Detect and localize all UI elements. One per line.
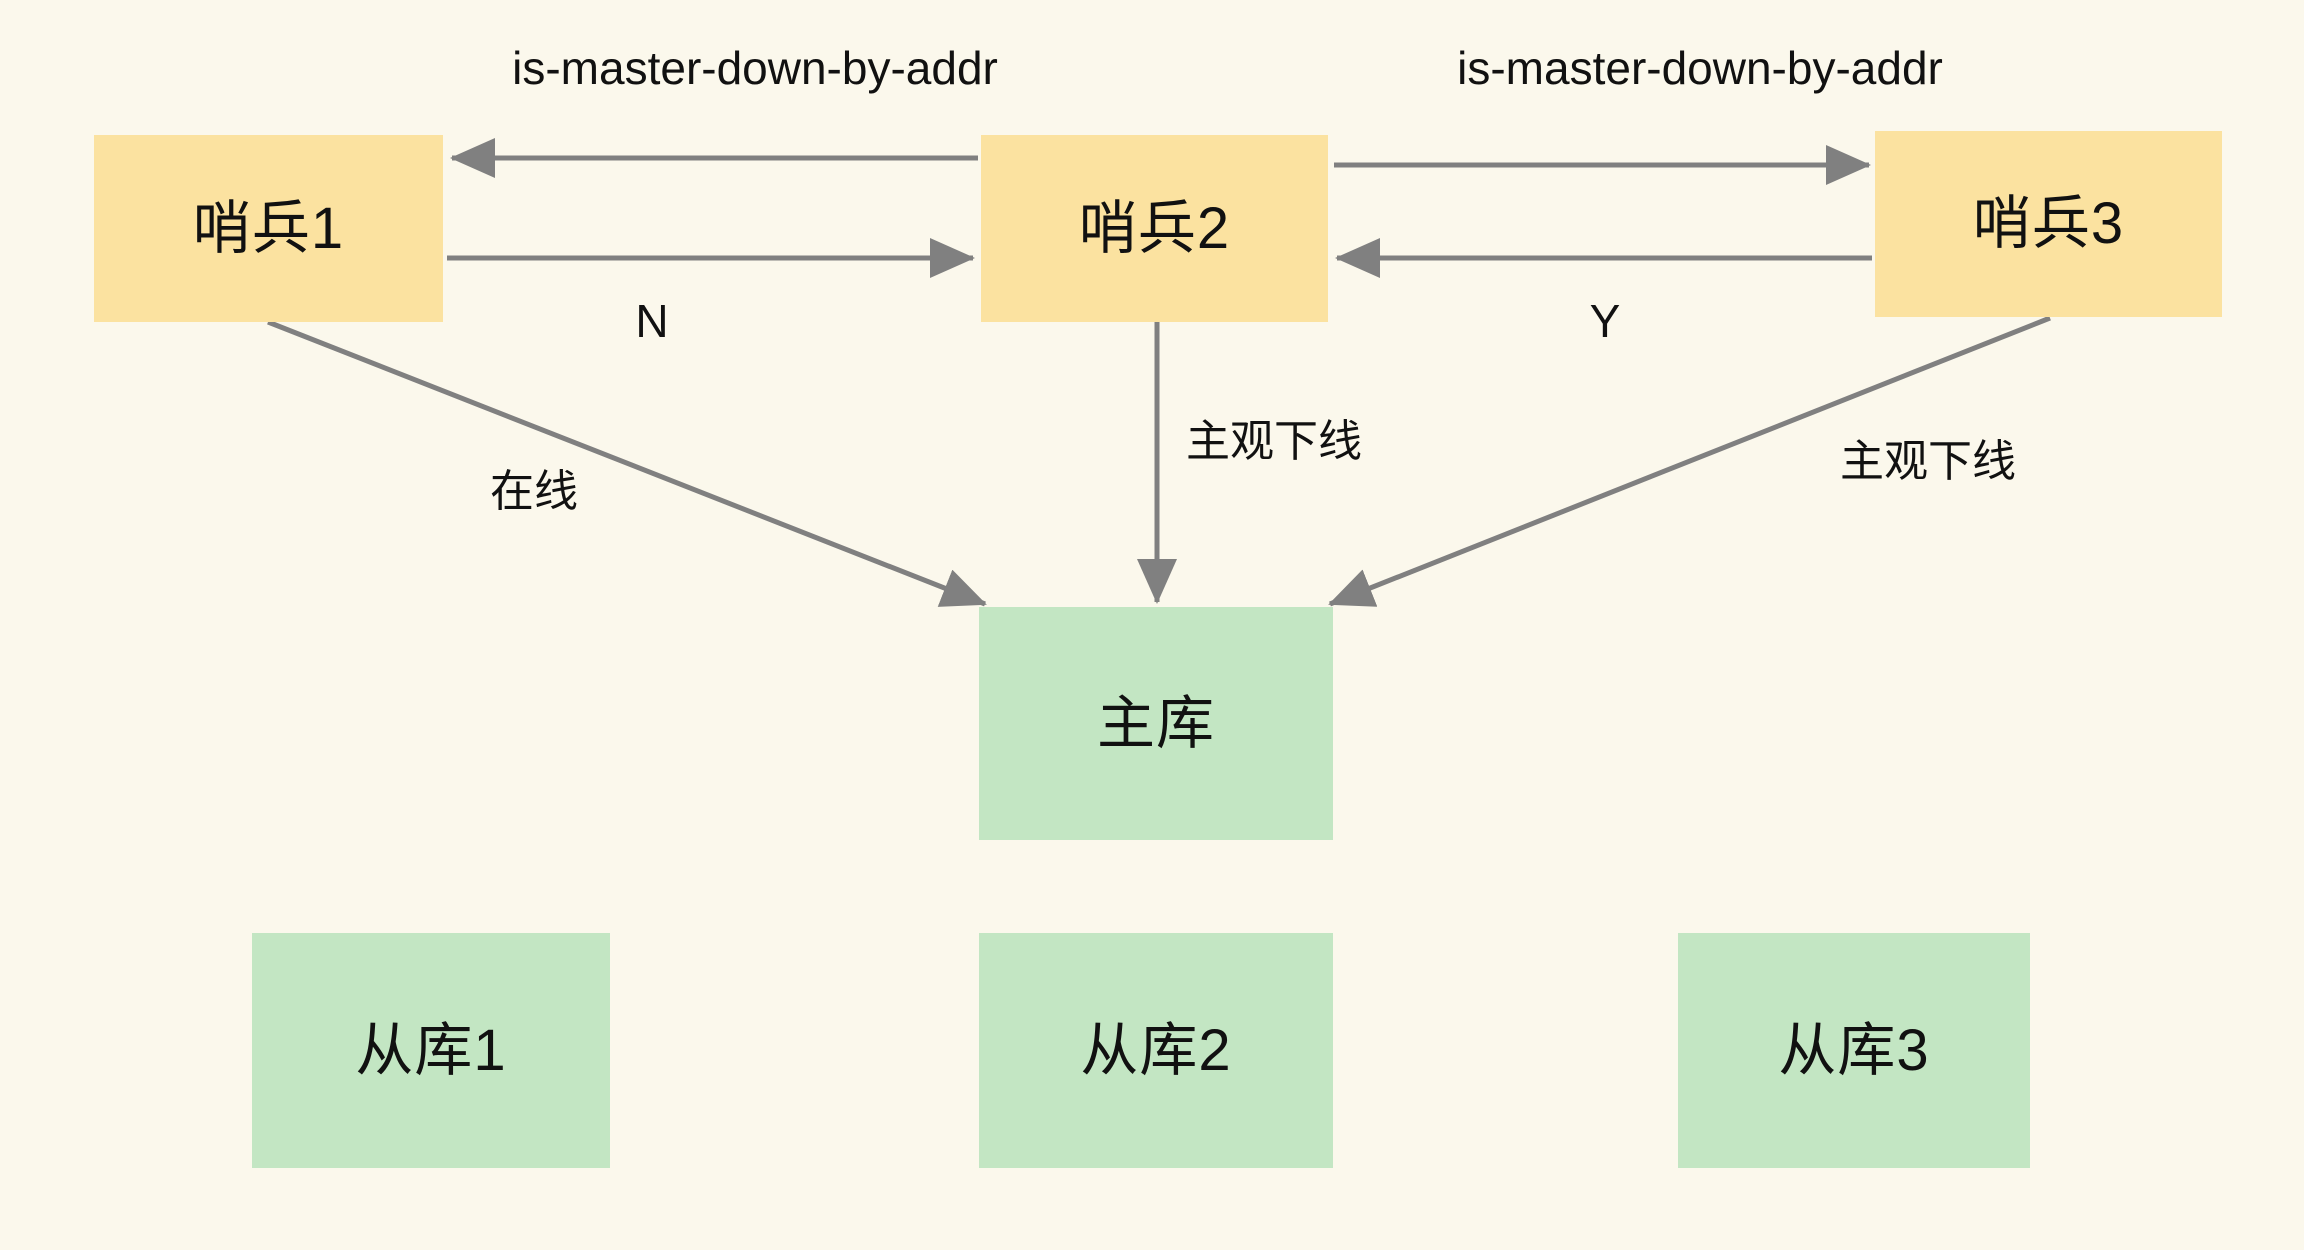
node-master-label: 主库 — [1096, 690, 1215, 756]
node-slave-3-label: 从库3 — [1778, 1017, 1930, 1083]
node-sentinel-1[interactable]: 哨兵1 — [94, 135, 443, 322]
node-sentinel-1-label: 哨兵1 — [192, 195, 345, 261]
node-sentinel-2[interactable]: 哨兵2 — [981, 135, 1328, 322]
edge-label-subjective-down-center: 主观下线 — [1186, 417, 1362, 466]
node-slave-1[interactable]: 从库1 — [252, 933, 610, 1168]
node-slave-3[interactable]: 从库3 — [1678, 933, 2030, 1168]
node-slave-2[interactable]: 从库2 — [979, 933, 1333, 1168]
node-sentinel-3[interactable]: 哨兵3 — [1875, 131, 2222, 317]
node-sentinel-2-label: 哨兵2 — [1078, 195, 1231, 261]
edge-label-is-master-down-by-addr-right: is-master-down-by-addr — [1457, 42, 1943, 94]
node-slave-2-label: 从库2 — [1080, 1017, 1232, 1083]
node-slave-1-label: 从库1 — [355, 1017, 507, 1083]
edge-label-is-master-down-by-addr-left: is-master-down-by-addr — [512, 42, 998, 94]
node-sentinel-3-label: 哨兵3 — [1972, 191, 2125, 256]
edge-label-subjective-down-right: 主观下线 — [1840, 437, 2016, 486]
edge-sentinel1-to-master — [267, 319, 987, 607]
edge-label-online: 在线 — [490, 467, 578, 516]
edge-label-vote-y: Y — [1589, 295, 1621, 347]
node-master[interactable]: 主库 — [979, 607, 1333, 840]
edge-label-vote-n: N — [635, 295, 669, 347]
